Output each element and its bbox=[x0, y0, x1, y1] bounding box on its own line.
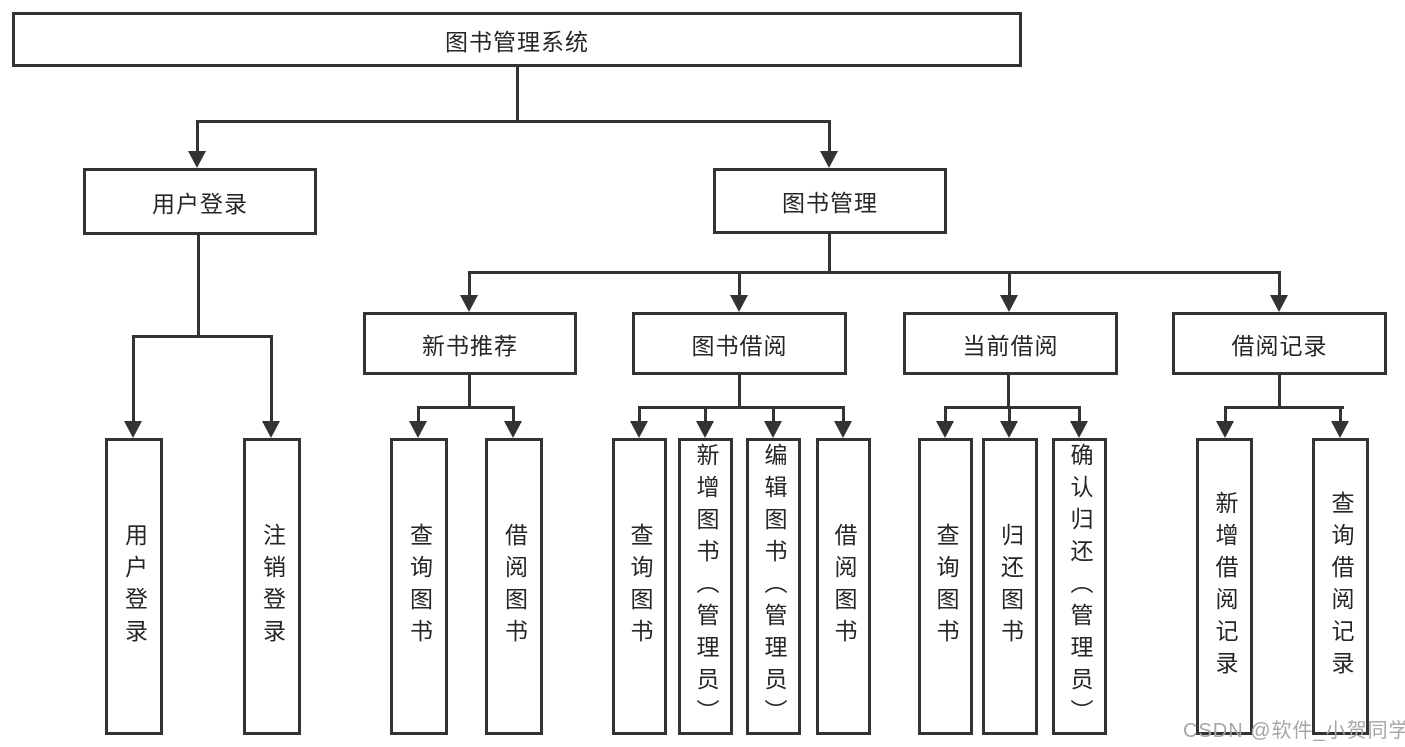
csdn-watermark: CSDN @软件_小贺同学 bbox=[1183, 720, 1405, 742]
arrow-down-icon bbox=[1000, 406, 1018, 438]
leaf-label: 查询图书 bbox=[933, 522, 959, 651]
leaf-label: 用户登录 bbox=[121, 522, 148, 651]
arrow-down-icon bbox=[936, 406, 954, 438]
leaf-query-books: 查询图书 bbox=[918, 438, 973, 735]
leaf-label: 确认归还（管理员） bbox=[1067, 442, 1093, 731]
arrow-down-icon bbox=[764, 406, 782, 438]
arrow-down-icon bbox=[460, 271, 478, 312]
connector-user-login-hline bbox=[132, 335, 273, 338]
arrow-down-icon bbox=[188, 120, 206, 168]
arrow-down-icon bbox=[504, 406, 522, 438]
leaf-query-books: 查询图书 bbox=[612, 438, 667, 735]
connector-book-borrow-stem bbox=[738, 375, 741, 409]
arrow-down-icon bbox=[696, 406, 714, 438]
arrow-down-icon bbox=[409, 406, 427, 438]
leaf-query-borrow-record: 查询借阅记录 bbox=[1312, 438, 1369, 735]
node-book-management: 图书管理 bbox=[713, 168, 947, 234]
leaf-label: 查询图书 bbox=[406, 522, 433, 651]
connector-book-management-hline bbox=[468, 271, 1281, 274]
leaf-borrow-books: 借阅图书 bbox=[816, 438, 871, 735]
leaf-logout: 注销登录 bbox=[243, 438, 301, 735]
leaf-label: 注销登录 bbox=[259, 522, 286, 651]
connector-new-book-stem bbox=[468, 375, 471, 409]
leaf-label: 新增借阅记录 bbox=[1212, 490, 1238, 683]
connector-current-borrow-stem bbox=[1007, 375, 1010, 409]
connector-borrow-record-hline bbox=[1224, 406, 1344, 409]
arrow-down-icon bbox=[1070, 406, 1088, 438]
leaf-label: 查询图书 bbox=[627, 522, 653, 651]
connector-user-login-stem bbox=[197, 235, 200, 335]
connector-current-borrow-hline bbox=[944, 406, 1081, 409]
arrow-down-icon bbox=[630, 406, 648, 438]
arrow-down-icon bbox=[834, 406, 852, 438]
connector-new-book-hline bbox=[417, 406, 515, 409]
node-new-book-recommend: 新书推荐 bbox=[363, 312, 577, 375]
arrow-down-icon bbox=[730, 271, 748, 312]
node-current-borrow: 当前借阅 bbox=[903, 312, 1118, 375]
connector-borrow-record-stem bbox=[1278, 375, 1281, 409]
arrow-down-icon bbox=[124, 335, 142, 438]
arrow-down-icon bbox=[1216, 406, 1234, 438]
leaf-label: 归还图书 bbox=[997, 522, 1024, 651]
node-book-borrow: 图书借阅 bbox=[632, 312, 847, 375]
leaf-label: 新增图书（管理员） bbox=[693, 442, 719, 731]
node-root: 图书管理系统 bbox=[12, 12, 1022, 67]
node-user-login: 用户登录 bbox=[83, 168, 317, 235]
leaf-label: 借阅图书 bbox=[831, 522, 857, 651]
arrow-down-icon bbox=[1331, 406, 1349, 438]
leaf-user-login: 用户登录 bbox=[105, 438, 163, 735]
leaf-query-books: 查询图书 bbox=[390, 438, 448, 735]
connector-book-borrow-hline bbox=[638, 406, 845, 409]
leaf-confirm-return-admin: 确认归还（管理员） bbox=[1052, 438, 1107, 735]
leaf-label: 查询借阅记录 bbox=[1328, 490, 1354, 683]
leaf-return-books: 归还图书 bbox=[982, 438, 1038, 735]
connector-root-hline bbox=[197, 120, 831, 123]
arrow-down-icon bbox=[1000, 271, 1018, 312]
arrow-down-icon bbox=[262, 335, 280, 438]
leaf-edit-books-admin: 编辑图书（管理员） bbox=[746, 438, 801, 735]
node-borrow-record: 借阅记录 bbox=[1172, 312, 1387, 375]
leaf-borrow-books: 借阅图书 bbox=[485, 438, 543, 735]
connector-book-management-stem bbox=[828, 234, 831, 274]
leaf-add-books-admin: 新增图书（管理员） bbox=[678, 438, 733, 735]
leaf-add-borrow-record: 新增借阅记录 bbox=[1196, 438, 1253, 735]
leaf-label: 编辑图书（管理员） bbox=[761, 442, 787, 731]
arrow-down-icon bbox=[1270, 271, 1288, 312]
connector-root-stem bbox=[516, 67, 519, 120]
leaf-label: 借阅图书 bbox=[501, 522, 528, 651]
arrow-down-icon bbox=[820, 120, 838, 168]
